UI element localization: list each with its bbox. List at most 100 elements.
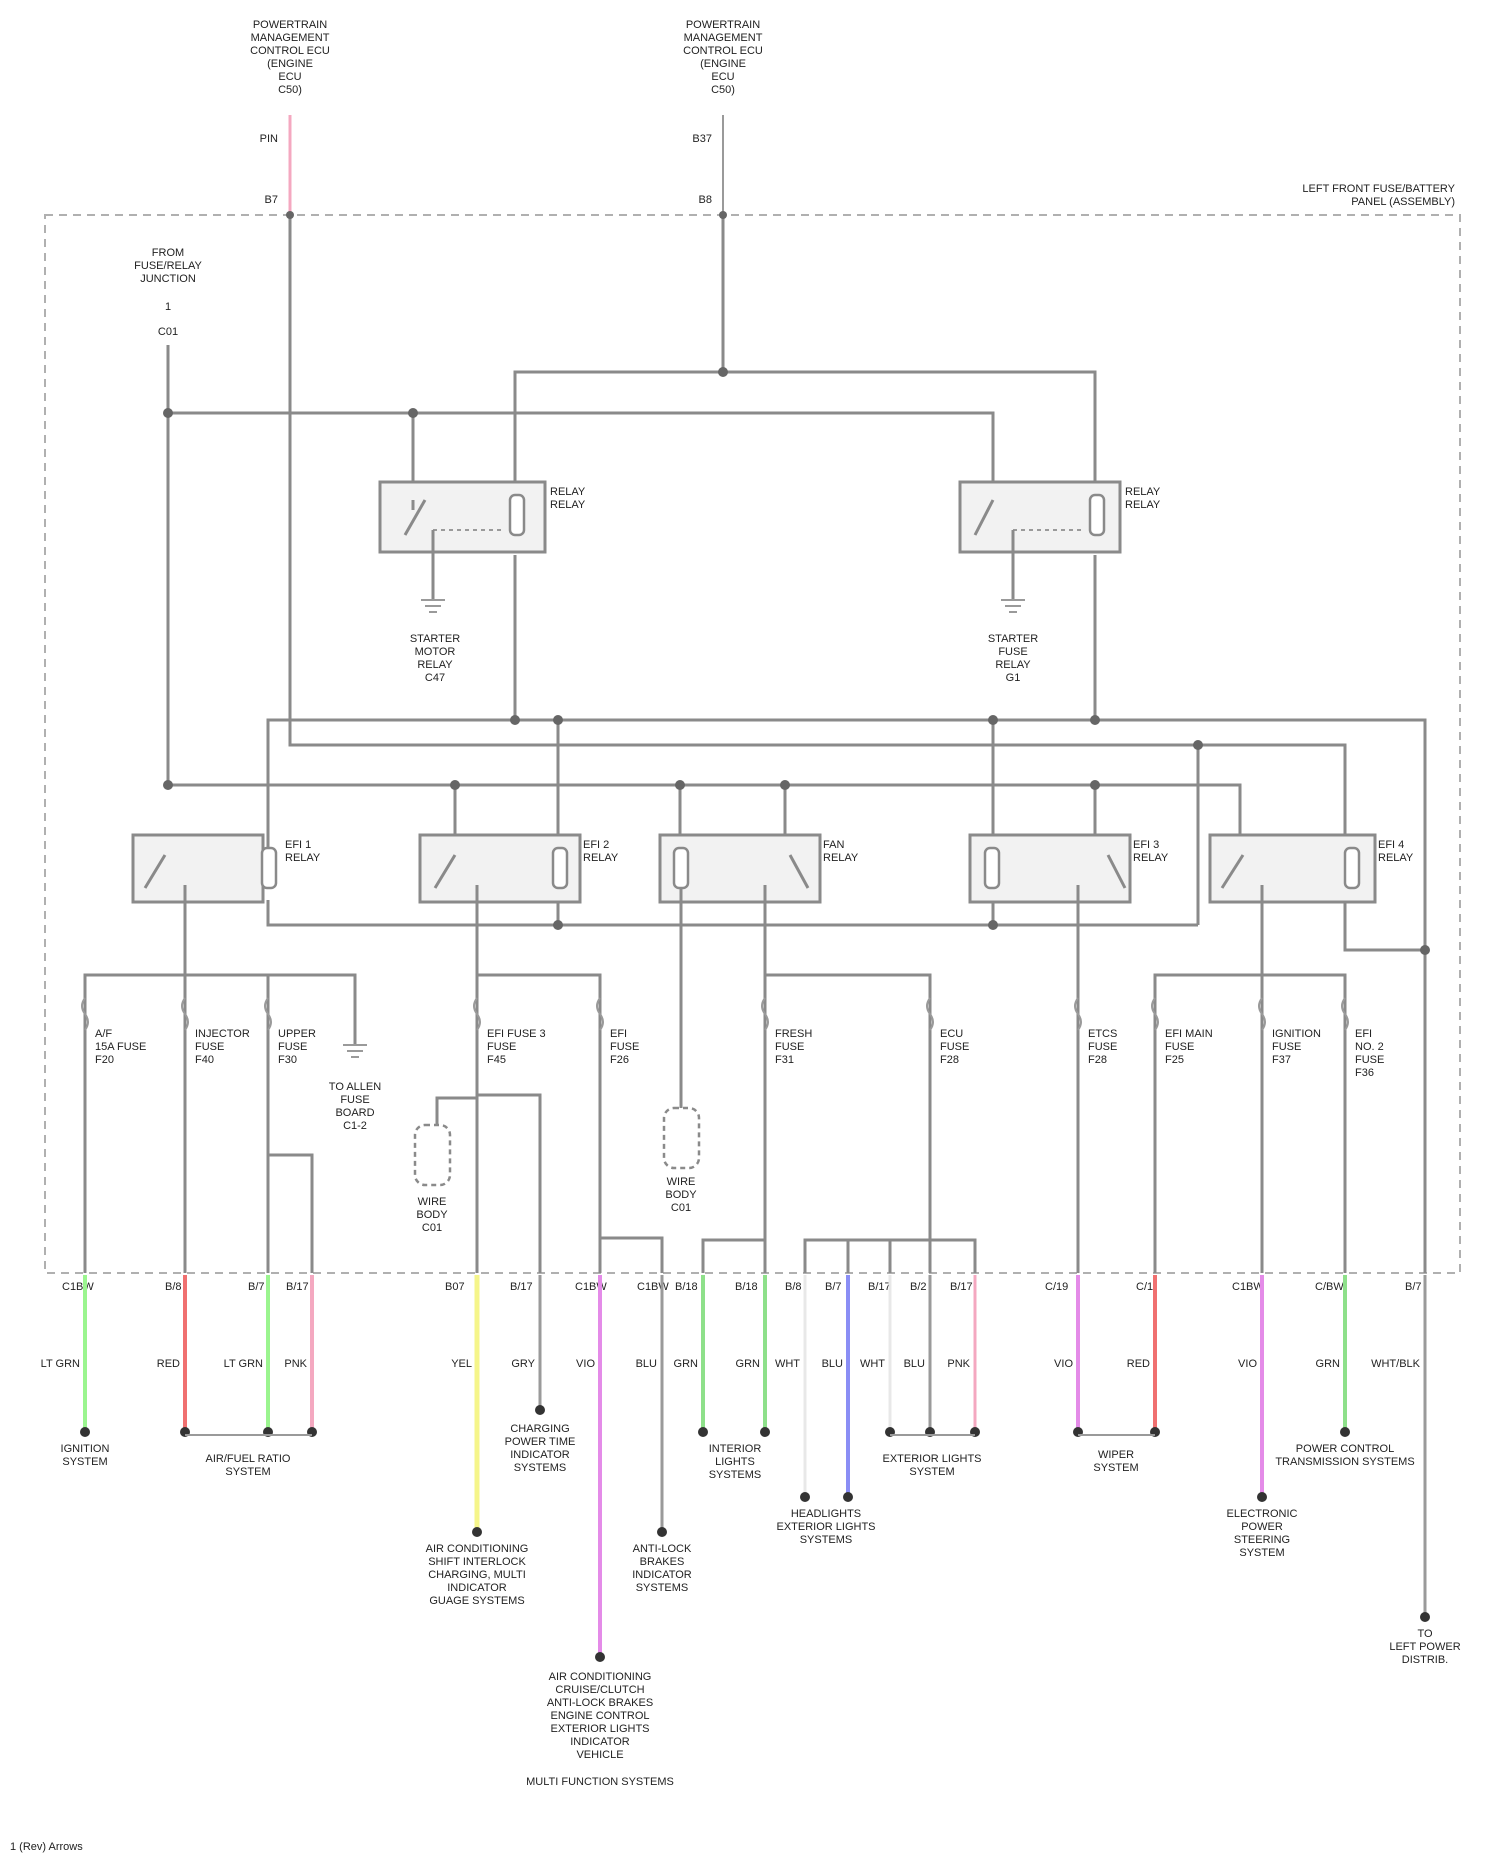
- wire-color-9: GRN: [674, 1358, 699, 1370]
- fuse-11-line-1: EFI: [1355, 1028, 1372, 1040]
- dest-7-line-1: INTERIOR: [709, 1443, 762, 1455]
- wire-color-8: BLU: [636, 1358, 657, 1370]
- diode-1-line-2: BODY: [416, 1209, 448, 1221]
- dest-11-line-1: ELECTRONIC: [1227, 1508, 1298, 1520]
- fuse-4-line-2: FUSE: [487, 1041, 516, 1053]
- dest-6-line-4: SYSTEMS: [636, 1582, 689, 1594]
- fuses: A/F 15A FUSE F20 INJECTOR FUSE F40 UPPER…: [82, 998, 1384, 1079]
- fuse-11-line-3: FUSE: [1355, 1054, 1384, 1066]
- dest-7-line-3: SYSTEMS: [709, 1469, 762, 1481]
- pin-12: B/7: [825, 1281, 842, 1293]
- wire-color-labels: LT GRN RED LT GRN PNK YEL GRY VIO BLU GR…: [41, 1358, 1421, 1370]
- wire-color-17: RED: [1127, 1358, 1150, 1370]
- output-wires: [85, 1275, 1425, 1655]
- relay-fan-name-1: FAN: [823, 839, 844, 851]
- wire-color-10: GRN: [736, 1358, 761, 1370]
- panel-label-line-1: LEFT FRONT FUSE/BATTERY: [1302, 183, 1455, 195]
- wire-color-18: VIO: [1238, 1358, 1257, 1370]
- fuse-10-line-1: IGNITION: [1272, 1028, 1321, 1040]
- relay-top-1-ground-4: C47: [425, 672, 445, 684]
- battery-source: FROM FUSE/RELAY JUNCTION 1 C01: [134, 247, 202, 338]
- fuse-8-line-3: F28: [1088, 1054, 1107, 1066]
- battery-line-4: 1: [165, 301, 171, 313]
- relay-top-2-name-1: RELAY: [1125, 486, 1161, 498]
- relay-efi-3-name-1: EFI 3: [1133, 839, 1159, 851]
- dest-5-line-4: ENGINE CONTROL: [550, 1710, 649, 1722]
- relay-top-1: RELAY RELAY STARTER MOTOR RELAY C47: [380, 482, 586, 684]
- relay-efi-3-name-2: RELAY: [1133, 852, 1169, 864]
- dest-4-line-3: INDICATOR: [510, 1449, 570, 1461]
- source-1-line-3: CONTROL ECU: [250, 45, 330, 57]
- diode-1: WIRE BODY C01: [415, 1125, 450, 1234]
- diode-1-line-1: WIRE: [418, 1196, 447, 1208]
- fuse-6-line-3: F31: [775, 1054, 794, 1066]
- to-ground-line-1: TO ALLEN: [329, 1081, 381, 1093]
- dest-11-line-2: POWER: [1241, 1521, 1283, 1533]
- fuse-11-line-4: F36: [1355, 1067, 1374, 1079]
- dest-5-line-6: INDICATOR: [570, 1736, 630, 1748]
- dest-7-line-2: LIGHTS: [715, 1456, 755, 1468]
- dest-4-line-2: POWER TIME: [505, 1436, 576, 1448]
- fuse-1-line-2: 15A FUSE: [95, 1041, 146, 1053]
- dest-8-line-3: SYSTEMS: [800, 1534, 853, 1546]
- relay-top-2-ground-2: FUSE: [998, 646, 1027, 658]
- fuse-10-line-3: F37: [1272, 1054, 1291, 1066]
- fuse-3-line-3: F30: [278, 1054, 297, 1066]
- dest-13-line-2: LEFT POWER: [1389, 1641, 1460, 1653]
- pin-9: B/18: [675, 1281, 698, 1293]
- source-1-line-1: POWERTRAIN: [253, 19, 327, 31]
- fuse-efi-3: EFI FUSE 3 FUSE F45: [474, 998, 546, 1066]
- wire-color-4: PNK: [284, 1358, 307, 1370]
- relay-top-2-ground-3: RELAY: [995, 659, 1031, 671]
- fuse-fresh: FRESH FUSE F31: [762, 998, 812, 1066]
- source-2-line-2: MANAGEMENT: [684, 32, 763, 44]
- diode-2-line-3: C01: [671, 1202, 691, 1214]
- diode-1-line-3: C01: [422, 1222, 442, 1234]
- pin-19: C/BW: [1315, 1281, 1344, 1293]
- dest-10-line-1: WIPER: [1098, 1449, 1134, 1461]
- relay-efi-2-name-2: RELAY: [583, 852, 619, 864]
- dest-5-line-7: VEHICLE: [576, 1749, 623, 1761]
- pin-16: C/19: [1045, 1281, 1068, 1293]
- pin-11: B/8: [785, 1281, 802, 1293]
- relay-top-2-ground-1: STARTER: [988, 633, 1038, 645]
- battery-line-1: FROM: [152, 247, 184, 259]
- wire-color-13: WHT: [860, 1358, 885, 1370]
- source-1-line-2: MANAGEMENT: [251, 32, 330, 44]
- battery-line-5: C01: [158, 326, 178, 338]
- wire-color-12: BLU: [822, 1358, 843, 1370]
- to-ground-line-4: C1-2: [343, 1120, 367, 1132]
- wire-color-3: LT GRN: [224, 1358, 263, 1370]
- source-2-line-3: CONTROL ECU: [683, 45, 763, 57]
- wire-color-2: RED: [157, 1358, 180, 1370]
- dest-6-line-3: INDICATOR: [632, 1569, 692, 1581]
- pin-20: B/7: [1405, 1281, 1422, 1293]
- fuse-4-line-3: F45: [487, 1054, 506, 1066]
- wire-color-19: GRN: [1316, 1358, 1341, 1370]
- dest-1-line-2: SYSTEM: [62, 1456, 107, 1468]
- relay-top-1-ground-2: MOTOR: [415, 646, 456, 658]
- pin-8: C1BW: [637, 1281, 669, 1293]
- relay-efi-4-name-1: EFI 4: [1378, 839, 1404, 851]
- fuse-ignition: IGNITION FUSE F37: [1259, 998, 1321, 1066]
- wire-color-15: PNK: [947, 1358, 970, 1370]
- pin-10: B/18: [735, 1281, 758, 1293]
- fuse-1-line-3: F20: [95, 1054, 114, 1066]
- relay-efi-1-name-1: EFI 1: [285, 839, 311, 851]
- to-ground-line-2: FUSE: [340, 1094, 369, 1106]
- fuse-8-line-1: ETCS: [1088, 1028, 1117, 1040]
- relay-top-1-name-1: RELAY: [550, 486, 586, 498]
- pin-15: B/17: [950, 1281, 973, 1293]
- dest-10-line-2: SYSTEM: [1093, 1462, 1138, 1474]
- pin-7: C1BW: [575, 1281, 607, 1293]
- dest-5-line-5: EXTERIOR LIGHTS: [550, 1723, 649, 1735]
- diode-2-line-2: BODY: [665, 1189, 697, 1201]
- dest-5-line-8: MULTI FUNCTION SYSTEMS: [526, 1776, 674, 1788]
- fuse-9-line-2: FUSE: [1165, 1041, 1194, 1053]
- pin-18: C1BW: [1232, 1281, 1264, 1293]
- relay-efi-2: EFI 2 RELAY: [420, 835, 619, 975]
- source-1-pin-bottom: B7: [265, 194, 278, 206]
- footer-caption: 1 (Rev) Arrows: [10, 1841, 83, 1853]
- fuse-10-line-2: FUSE: [1272, 1041, 1301, 1053]
- source-2-line-1: POWERTRAIN: [686, 19, 760, 31]
